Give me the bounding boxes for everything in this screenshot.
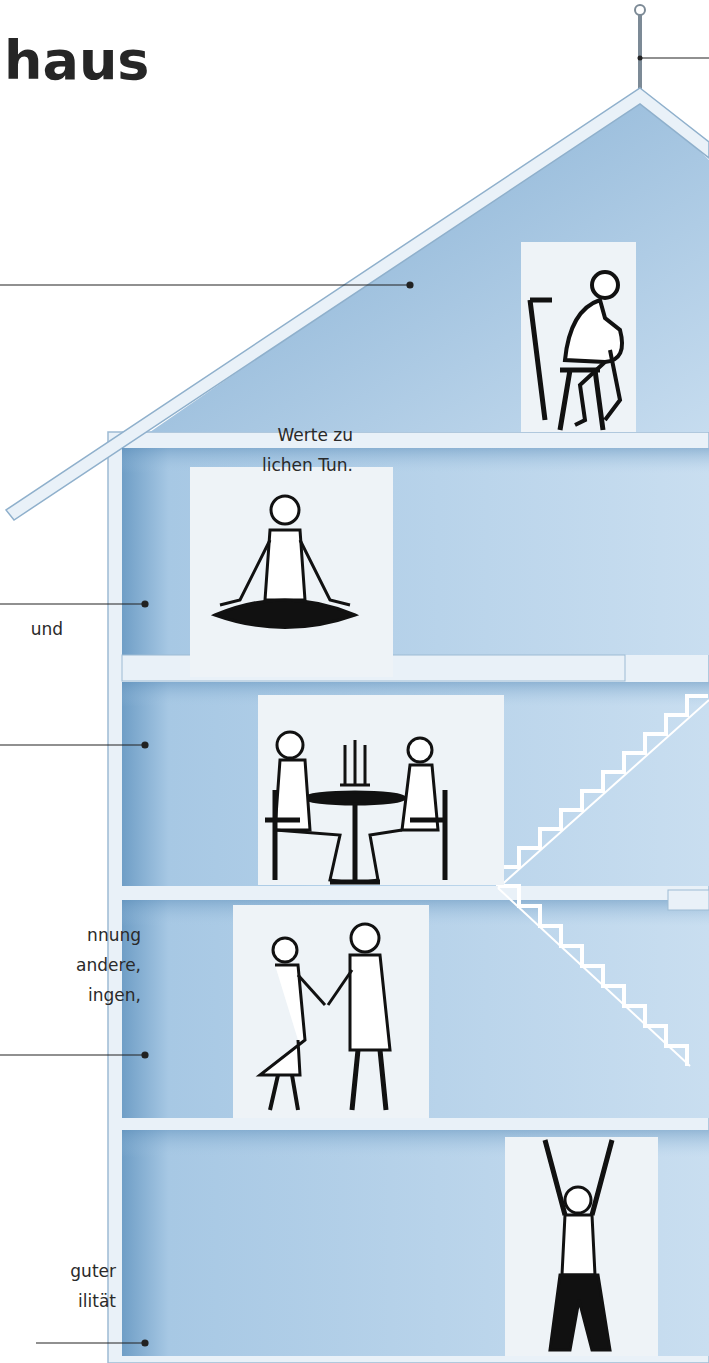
room-floor-3 <box>122 682 709 886</box>
figure-panel <box>521 242 636 432</box>
illustration-part <box>142 601 148 607</box>
illustration-part <box>36 1342 143 1343</box>
illustration-part <box>328 970 352 1005</box>
thinker-figure <box>530 272 622 430</box>
illustration-part <box>275 830 345 882</box>
illustration-part <box>260 965 305 1075</box>
illustration-part <box>122 682 709 886</box>
illustration-part <box>142 1052 148 1058</box>
illustration-part <box>0 744 143 745</box>
illustration-part <box>550 1275 610 1350</box>
figure-panel <box>233 905 429 1118</box>
illustration-part <box>265 530 305 600</box>
illustration-part <box>298 975 325 1005</box>
figure-panel <box>190 467 393 677</box>
illustration-part <box>365 830 402 882</box>
house-wall <box>108 432 709 1363</box>
leader-line <box>640 57 709 58</box>
illustration-part <box>352 1050 386 1110</box>
meditation-figure <box>215 496 355 628</box>
illustration-part <box>277 732 303 758</box>
stair-rail <box>498 888 690 1066</box>
handshake-scene <box>260 924 390 1110</box>
figure-panel <box>505 1137 658 1356</box>
illustration-part <box>562 1215 595 1275</box>
illustration-part <box>565 1187 591 1213</box>
illustration-part <box>565 300 622 362</box>
leader-lines <box>0 282 413 1346</box>
illustration-part <box>271 496 299 524</box>
illustration-part <box>215 600 355 628</box>
attic <box>150 94 709 432</box>
illustration-part <box>0 284 408 285</box>
stair-steps <box>498 696 708 886</box>
illustration-part <box>575 350 620 425</box>
supporting-figure <box>545 1140 612 1350</box>
illustration-part <box>305 792 405 804</box>
illustration-part <box>592 272 618 298</box>
stair-rail <box>498 700 709 888</box>
figure-panel <box>258 695 504 885</box>
illustration-part <box>122 900 709 1118</box>
illustration-part <box>142 742 148 748</box>
illustration-part <box>351 924 379 952</box>
callout-text: nnung andere, ingen, <box>59 920 141 1010</box>
antenna <box>638 14 642 92</box>
landing <box>668 890 709 910</box>
illustration-part <box>142 1340 148 1346</box>
staircase <box>498 696 709 1066</box>
illustration-part <box>407 282 413 288</box>
leader-dot <box>638 56 643 61</box>
illustration-part <box>350 955 390 1050</box>
illustration-part <box>220 540 350 605</box>
illustration-part <box>0 603 143 604</box>
room-floor-2 <box>122 900 709 1118</box>
callout-text: guter ilität <box>58 1256 116 1316</box>
illustration-part <box>410 790 445 880</box>
illustration-part <box>340 740 370 785</box>
illustration-part <box>408 738 432 762</box>
title: haus <box>4 30 149 92</box>
illustration-part <box>270 1075 298 1110</box>
room-basement <box>122 1130 709 1356</box>
illustration-part <box>0 1054 143 1055</box>
callout-text: Werte zu lichen Tun. <box>245 420 353 480</box>
callout-text: und <box>3 614 63 644</box>
antenna-ball <box>635 5 645 15</box>
illustration-part <box>545 1140 612 1215</box>
dinner-scene <box>265 732 445 882</box>
illustration-part <box>265 790 300 880</box>
illustration-part <box>273 938 297 962</box>
illustration-part <box>122 1130 709 1356</box>
